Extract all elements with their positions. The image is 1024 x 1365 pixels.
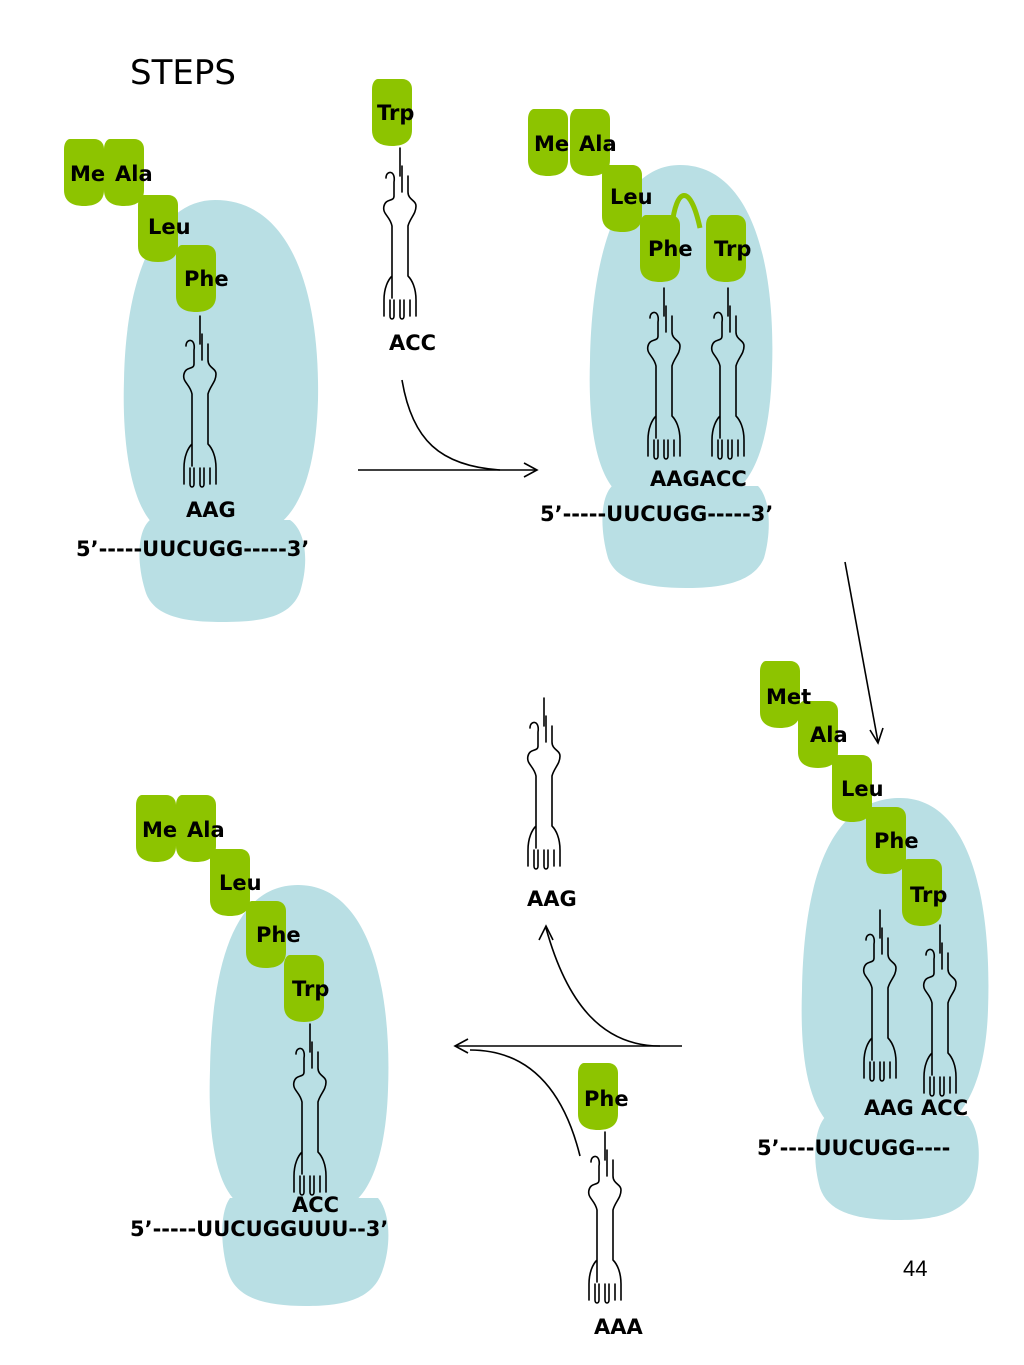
amino-acid-label: Phe xyxy=(584,1087,629,1111)
step-arrow-1 xyxy=(358,379,539,478)
ribosome-small-subunit xyxy=(222,1198,389,1306)
panel-3: Met Ala Leu Phe Trp AAG ACC 5’----UUCUGG… xyxy=(757,661,989,1220)
peptide-chain: Me Ala Leu Phe Trp xyxy=(136,795,329,1022)
ribosome-large-subunit xyxy=(123,200,319,530)
amino-acid-label: Phe xyxy=(184,267,229,291)
amino-acid-label: Me xyxy=(142,818,177,842)
amino-acid-label: Trp xyxy=(292,977,329,1001)
ribosome-small-subunit xyxy=(815,1116,979,1220)
mrna-strand: 5’-----UUCUGG-----3’ xyxy=(540,502,773,526)
amino-acid-label: Trp xyxy=(714,237,751,261)
anticodon-label: AAG ACC xyxy=(864,1096,968,1120)
anticodon-label: AAG xyxy=(186,498,236,522)
next-trna: Phe AAA xyxy=(578,1063,644,1339)
mrna-strand: 5’-----UUCUGGUUU--3’ xyxy=(130,1217,388,1241)
trna xyxy=(382,147,417,320)
panel-4: Me Ala Leu Phe Trp ACC 5’-----UUCUGGUUU-… xyxy=(130,795,389,1306)
page-title: STEPS xyxy=(130,53,236,93)
anticodon-label: ACC xyxy=(389,331,436,355)
ribosome-small-subunit xyxy=(602,486,769,588)
trna xyxy=(587,1131,622,1304)
panel-1: Me Ala Leu Phe AAG 5’-----UUCUGG-----3’ xyxy=(64,139,319,622)
amino-acid-label: Me xyxy=(70,162,105,186)
ribosome-small-subunit xyxy=(139,520,306,622)
anticodon-label: AAG xyxy=(527,887,577,911)
trna xyxy=(526,697,561,870)
panel-2: Me Ala Leu Phe Trp AAGACC 5’-----UUCUGG-… xyxy=(528,109,773,588)
peptide-chain: Met Ala Leu Phe Trp xyxy=(760,661,947,926)
mrna-strand: 5’-----UUCUGG-----3’ xyxy=(76,537,309,561)
released-trna: AAG xyxy=(526,697,577,911)
amino-acid-label: Ala xyxy=(579,132,617,156)
amino-acid-label: Ala xyxy=(115,162,153,186)
amino-acid-label: Leu xyxy=(841,777,884,801)
amino-acid-label: Leu xyxy=(148,215,191,239)
amino-acid-label: Trp xyxy=(377,101,414,125)
peptide-bond xyxy=(669,193,703,229)
amino-acid-label: Met xyxy=(766,685,811,709)
amino-acid-label: Phe xyxy=(648,237,693,261)
step-arrow-3 xyxy=(453,924,682,1157)
amino-acid-label: Leu xyxy=(219,871,262,895)
step-arrow-2 xyxy=(844,561,884,745)
anticodon-label: AAA xyxy=(594,1315,644,1339)
amino-acid-label: Ala xyxy=(187,818,225,842)
amino-acid-label: Me xyxy=(534,132,569,156)
peptide-chain: Me Ala Leu Phe Trp xyxy=(528,109,751,282)
mrna-strand: 5’----UUCUGG---- xyxy=(757,1136,950,1160)
amino-acid-label: Ala xyxy=(810,723,848,747)
page-number: 44 xyxy=(903,1256,927,1281)
peptide-chain: Me Ala Leu Phe xyxy=(64,139,229,312)
anticodon-label: ACC xyxy=(292,1193,339,1217)
incoming-trna: Trp ACC xyxy=(372,79,436,355)
amino-acid-label: Trp xyxy=(910,883,947,907)
amino-acid-label: Leu xyxy=(610,185,653,209)
amino-acid-label: Phe xyxy=(874,829,919,853)
amino-acid-label: Phe xyxy=(256,923,301,947)
anticodon-label: AAGACC xyxy=(650,467,747,491)
